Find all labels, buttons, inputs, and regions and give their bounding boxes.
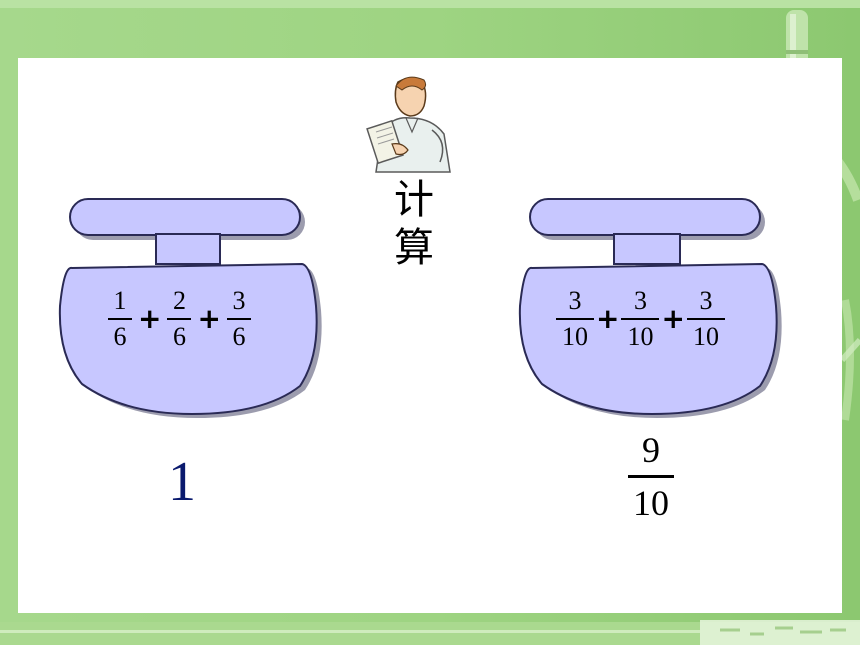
fraction-term: 1 6 — [108, 286, 132, 352]
fraction-bar — [686, 318, 725, 320]
denominator: 10 — [627, 322, 654, 351]
fraction-term: 3 10 — [621, 286, 660, 352]
numerator: 3 — [699, 286, 713, 315]
denominator: 6 — [113, 322, 127, 351]
plus-operator: + — [197, 302, 221, 335]
numerator: 3 — [568, 286, 582, 315]
answer-numerator: 9 — [642, 430, 660, 470]
plus-operator: + — [138, 302, 162, 335]
numerator: 3 — [633, 286, 647, 315]
answer-denominator: 10 — [633, 483, 669, 523]
denominator: 10 — [692, 322, 719, 351]
bowl-shape-left — [58, 198, 322, 418]
denominator: 6 — [232, 322, 246, 351]
fraction-bar — [556, 318, 594, 320]
plus-operator: + — [596, 302, 620, 335]
denominator: 10 — [562, 322, 588, 351]
fraction-term: 3 6 — [226, 286, 251, 352]
bowl-shape-right — [518, 198, 782, 418]
man-with-clipboard-icon — [366, 76, 451, 173]
fraction-bar — [167, 318, 192, 320]
fraction-term: 3 10 — [556, 286, 594, 352]
fraction-term: 2 6 — [167, 286, 192, 352]
numerator: 3 — [232, 286, 246, 315]
answer-right: 9 10 — [628, 430, 674, 523]
answer-left: 1 — [168, 451, 196, 513]
fraction-bar — [108, 318, 132, 320]
plus-operator: + — [661, 302, 685, 335]
fraction-term: 3 10 — [686, 286, 725, 352]
page-title: 计算 — [394, 177, 434, 271]
answer-fraction-bar — [628, 475, 674, 478]
expression-left: 1 6 + 2 6 + 3 6 — [108, 286, 251, 352]
fraction-bar — [226, 318, 251, 320]
fraction-bar — [621, 318, 660, 320]
expression-right: 3 10 + 3 10 + 3 10 — [556, 286, 725, 352]
numerator: 2 — [172, 286, 186, 315]
denominator: 6 — [172, 322, 186, 351]
numerator: 1 — [113, 286, 127, 315]
